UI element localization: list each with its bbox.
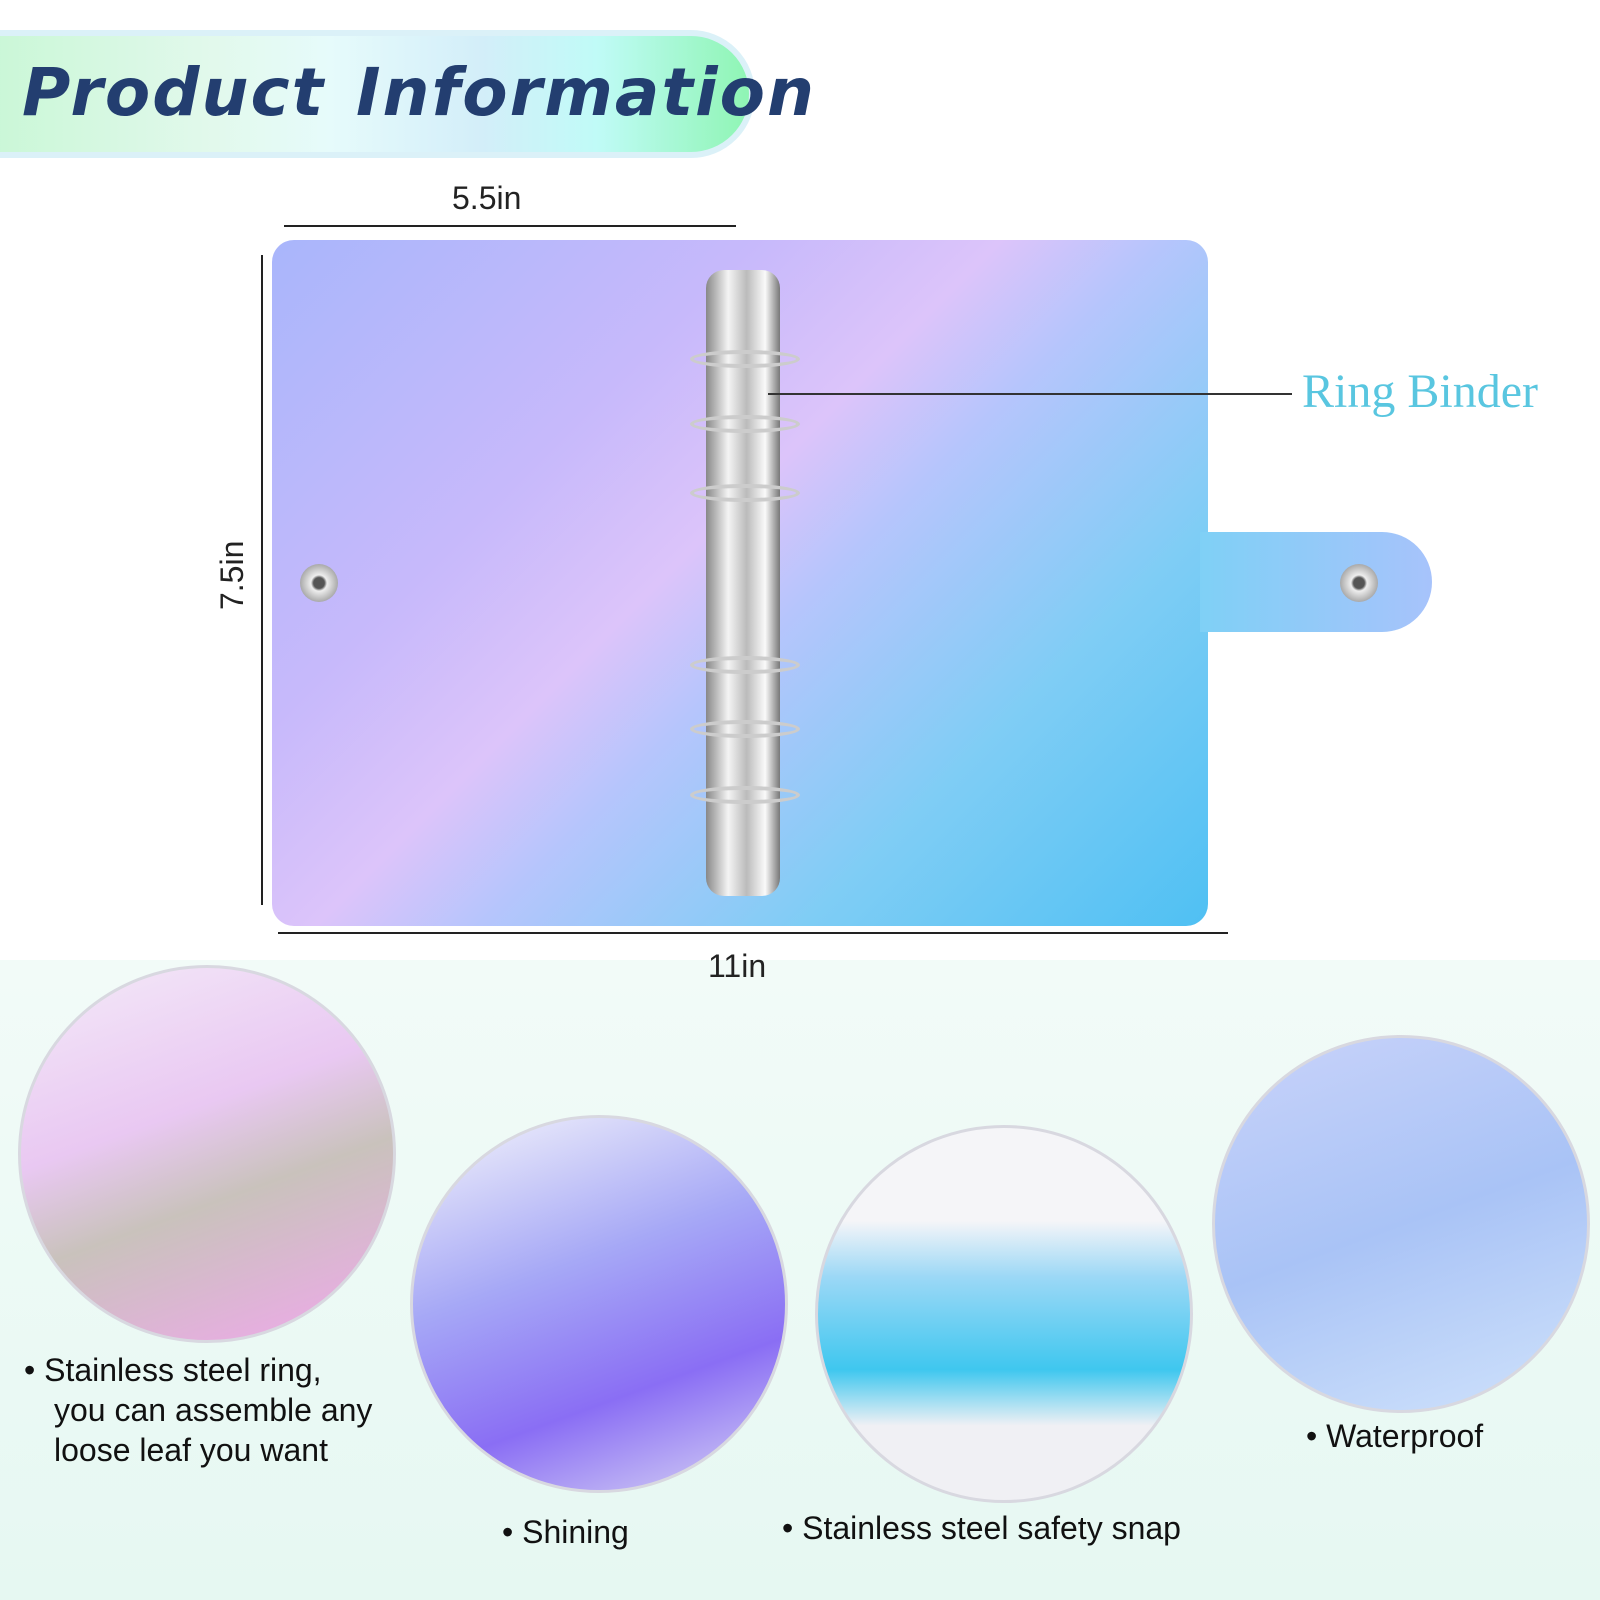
detail-snap-photo <box>815 1125 1193 1503</box>
dimension-height: 7.5in <box>214 540 250 610</box>
height-arrow <box>261 255 263 905</box>
dimension-width-full: 11in <box>708 948 767 984</box>
title-word-2: Information <box>356 54 816 131</box>
detail-waterproof-photo <box>1212 1035 1590 1413</box>
ring <box>690 350 800 368</box>
caption-line: you can assemble any <box>54 1392 373 1428</box>
title-banner: Product Information <box>0 30 814 158</box>
caption-line: loose leaf you want <box>54 1432 328 1468</box>
detail-shine-photo <box>410 1115 788 1493</box>
caption-line: • Stainless steel ring, <box>24 1352 322 1388</box>
width-half-arrow <box>284 225 736 227</box>
ring <box>690 415 800 433</box>
ring <box>690 484 800 502</box>
width-full-arrow <box>278 932 1228 934</box>
callout-line <box>768 393 1292 395</box>
feature-caption-snap: • Stainless steel safety snap <box>782 1510 1181 1546</box>
ring <box>690 656 800 674</box>
ring-binder-callout: Ring Binder <box>1302 365 1538 418</box>
ring <box>690 720 800 738</box>
snap-flap <box>1200 532 1432 632</box>
feature-caption-waterproof: • Waterproof <box>1306 1418 1484 1454</box>
detail-rings-photo <box>18 965 396 1343</box>
snap-button <box>1340 564 1378 602</box>
snap-button <box>300 564 338 602</box>
feature-caption-shining: • Shining <box>502 1514 629 1550</box>
feature-caption-rings: • Stainless steel ring, you can assemble… <box>24 1350 372 1470</box>
ring <box>690 786 800 804</box>
title-word-1: Product <box>22 54 326 131</box>
dimension-width-half: 5.5in <box>452 180 522 216</box>
